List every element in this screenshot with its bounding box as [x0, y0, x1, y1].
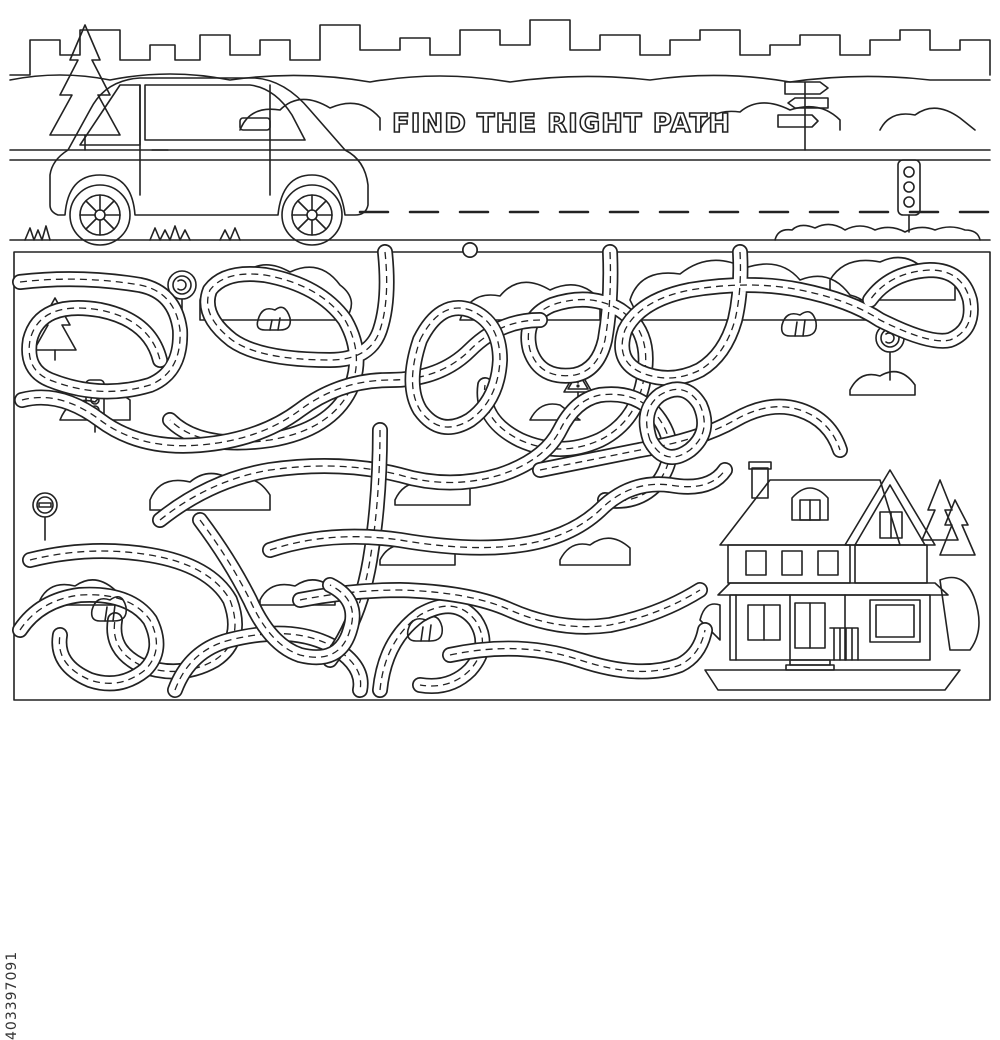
maze-road-segment — [174, 632, 362, 691]
puzzle-title: FIND THE RIGHT PATH — [392, 109, 731, 139]
bush-icon — [256, 306, 292, 331]
grass — [24, 223, 981, 241]
maze-road-segment — [379, 605, 483, 691]
tree-icon — [921, 479, 976, 556]
maze-frame — [13, 251, 991, 701]
maze-road-segment — [169, 251, 388, 444]
top-road — [9, 149, 992, 241]
no-entry-sign-icon — [32, 492, 58, 541]
maze-road-segment — [646, 388, 705, 458]
maze-road-segment — [13, 588, 163, 690]
maze-road-segment — [19, 594, 157, 684]
maze-road-segment — [449, 629, 706, 673]
bush-icon — [406, 615, 444, 642]
bush-icon — [90, 595, 128, 622]
maze-road-segment — [19, 278, 181, 393]
maze-road-segment — [269, 469, 726, 551]
maze-roads — [12, 242, 979, 698]
house-icon — [704, 461, 961, 691]
maze-road-segment — [539, 406, 841, 471]
maze-puzzle-canvas: FIND THE RIGHT PATH — [9, 19, 992, 701]
maze-road-segment — [411, 307, 501, 428]
bush-icon — [780, 310, 818, 337]
traffic-light-icon — [897, 159, 921, 233]
maze-road-segment — [163, 245, 393, 449]
watermark-strip: 403397091 — [0, 620, 20, 1040]
maze-road-segment — [21, 319, 541, 447]
maze-road-segment — [615, 245, 978, 385]
maze-road-segment — [199, 519, 354, 658]
city-skyline — [9, 19, 991, 83]
signpost-icon — [777, 81, 829, 151]
horizon-bushes — [239, 98, 976, 131]
maze-road-segment — [299, 589, 701, 628]
stock-watermark: 403397091 — [4, 950, 20, 1040]
car-icon — [49, 77, 369, 246]
maze-road-segment — [621, 251, 972, 379]
